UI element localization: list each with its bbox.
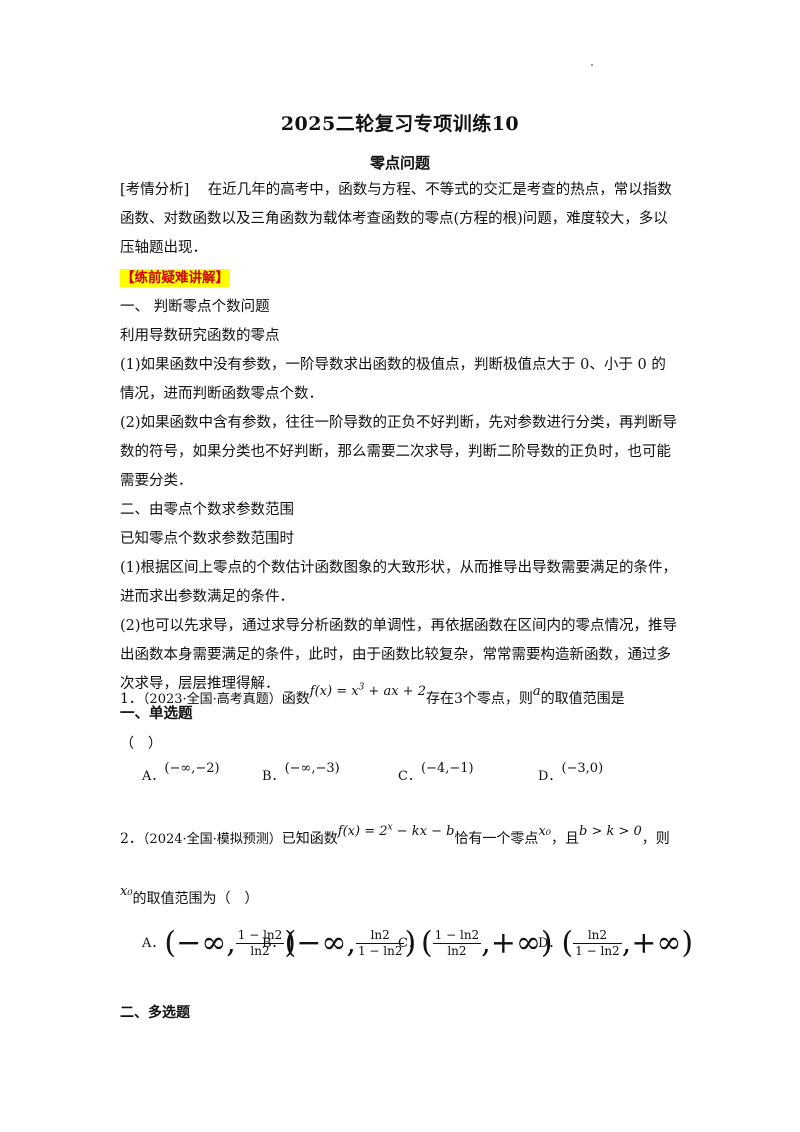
part1-heading: 一、 判断零点个数问题: [120, 299, 270, 315]
q1-option-c[interactable]: C．(−4,−1): [398, 761, 474, 784]
q1-pre: 函数: [281, 691, 310, 707]
analysis-paragraph: [考情分析] 在近几年的高考中，函数与方程、不等式的交汇是考查的热点，常以指数函…: [120, 176, 680, 728]
question-2: 2．（2024·全国·模拟预测）已知函数f(x) = 2x − kx − b恰有…: [120, 823, 670, 848]
q2-number: 2．: [120, 831, 143, 847]
q1-number: 1．: [120, 691, 143, 707]
part1-point-2: (2)如果函数中含有参数，往往一阶导数的正负不好判断，先对参数进行分类，再判断导…: [120, 415, 678, 489]
q2-post: ，则: [641, 831, 670, 847]
q2-mid: 恰有一个零点: [454, 831, 539, 847]
section-single-choice: 一、单选题: [120, 705, 193, 722]
q2-pre: 已知函数: [281, 831, 338, 847]
q1-post1: 个零点，则: [462, 691, 533, 707]
part2-point-2: (2)也可以先求导，通过求导分析函数的单调性，再依据函数在区间内的零点情况，推导…: [120, 618, 678, 692]
section-multi-choice: 二、多选题: [120, 1005, 190, 1021]
q1-source: （2023·全国·高考真题）: [142, 692, 282, 707]
q2-condition: b > k > 0: [578, 824, 642, 839]
q2-line2-var: x₀: [120, 884, 133, 899]
analysis-text: 在近几年的高考中，函数与方程、不等式的交汇是考查的热点，常以指数函数、对数函数以…: [120, 182, 672, 256]
part2-heading: 二、由零点个数求参数范围: [120, 502, 294, 518]
q1-blank: （ ）: [120, 736, 162, 752]
q1-count: 3: [453, 691, 463, 707]
q2-source: （2024·全国·模拟预测）: [142, 832, 282, 847]
q1-option-b[interactable]: B．(−∞,−3): [262, 761, 340, 784]
corner-dot: [591, 64, 593, 66]
q2-var: x₀: [538, 824, 551, 839]
analysis-label: [考情分析]: [120, 182, 190, 198]
part1-point-1: (1)如果函数中没有参数，一阶导数求出函数的极值点，判断极值点大于 0、小于 0…: [120, 357, 666, 402]
q1-mid: 存在: [425, 691, 454, 707]
q2-line2: x₀的取值范围为（ ）: [120, 884, 259, 908]
lecture-tag: 【练前疑难讲解】: [120, 269, 230, 287]
q1-option-d[interactable]: D．(−3,0): [538, 761, 604, 784]
q1-var: a: [532, 684, 541, 699]
q1-option-a[interactable]: A．(−∞,−2): [142, 761, 220, 784]
q2-formula: f(x) = 2x − kx − b: [337, 822, 455, 839]
part1-subheading: 利用导数研究函数的零点: [120, 328, 280, 344]
page-subtitle: 零点问题: [369, 154, 430, 172]
q1-formula: f(x) = x3 + ax + 2: [309, 682, 426, 699]
part2-subheading: 已知零点个数求参数范围时: [120, 531, 294, 547]
question-1: 1．（2023·全国·高考真题）函数f(x) = x3 + ax + 2存在3个…: [120, 683, 625, 708]
q1-post2: 的取值范围是: [540, 691, 625, 707]
part2-point-1: (1)根据区间上零点的个数估计函数图象的大致形状，从而推导出导数需要满足的条件，…: [120, 560, 678, 605]
q2-cond-pre: ，且: [550, 831, 579, 847]
q2-line2-text: 的取值范围为（ ）: [132, 891, 259, 907]
page-title: 2025二轮复习专项训练10: [280, 113, 520, 135]
